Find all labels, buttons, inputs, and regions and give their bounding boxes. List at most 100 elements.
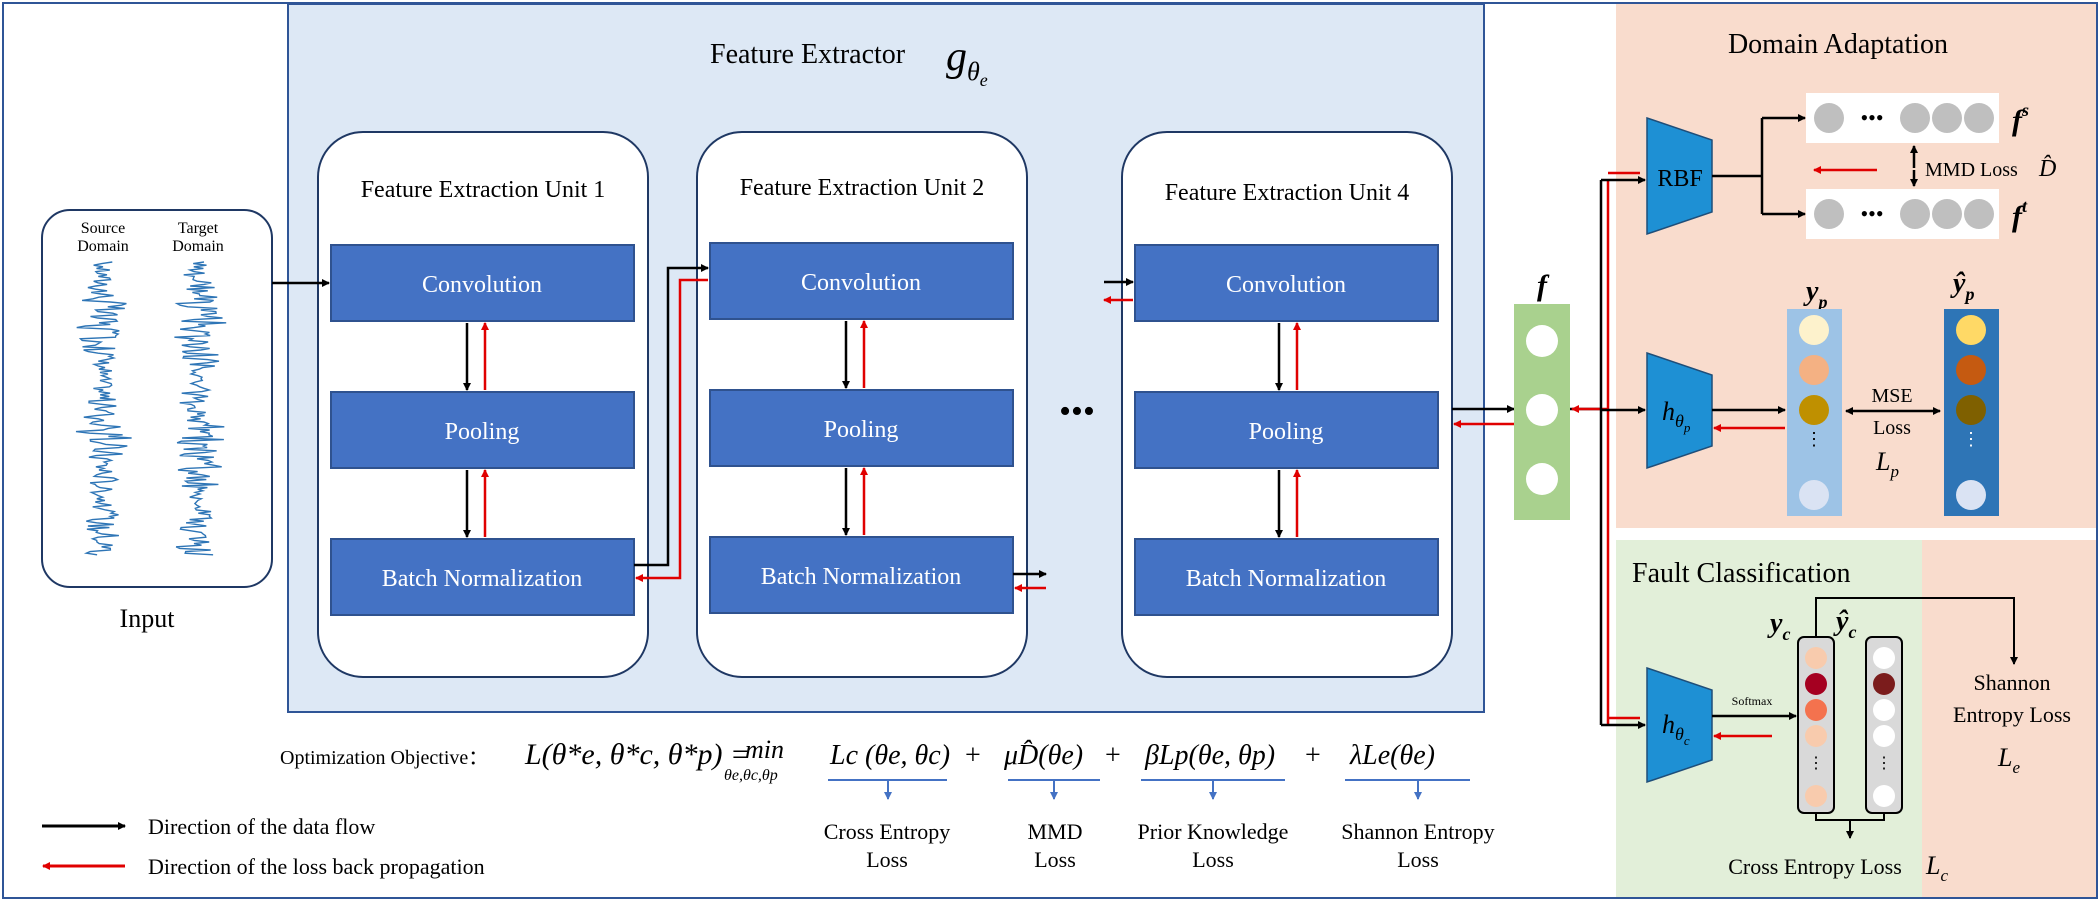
rbf-network: RBF	[1646, 116, 1713, 236]
yp-hat-node	[1956, 395, 1986, 425]
feature-extraction-unit-1: Feature Extraction Unit 1 Convolution Po…	[317, 131, 649, 678]
unit1-to-unit2-arrow	[634, 264, 709, 567]
objective-term-2-plus: +	[965, 740, 981, 771]
mse-loss: MSE Loss Lp	[1845, 385, 1941, 481]
hc-label: hθc	[1662, 710, 1690, 748]
source-feature-vector: ••• fs	[1806, 93, 2029, 143]
yc-node	[1805, 699, 1827, 721]
rbf-trapezoid	[1646, 116, 1713, 236]
yp-hat-node	[1956, 355, 1986, 385]
objective-term-3-plus: +	[1105, 740, 1121, 771]
legend-back-propagation-label: Direction of the loss back propagation	[148, 854, 485, 879]
yc-hat-vertical-ellipsis: ⋮	[1876, 755, 1892, 772]
input-block: Source Domain Target Domain Input	[41, 209, 273, 633]
yp-hat-vector: ŷp ⋮	[1944, 268, 1999, 516]
objective-term-2-expr: μD̂(θe)	[1003, 740, 1083, 771]
mse-label-2: Loss	[1873, 417, 1911, 439]
prior-network: hθp	[1646, 351, 1786, 470]
objective-term-4-caption-2: Loss	[1397, 847, 1439, 872]
fault-classification-title: Fault Classification	[1632, 558, 1851, 589]
yp-node	[1799, 315, 1829, 345]
classifier-network: hθc Softmax	[1646, 666, 1797, 784]
ft-node	[1932, 199, 1962, 229]
unit-2-title: Feature Extraction Unit 2	[740, 175, 985, 201]
unit-4-convolution-label: Convolution	[1226, 272, 1346, 298]
fs-node	[1932, 103, 1962, 133]
rbf-output-arrows	[1712, 114, 1806, 218]
yc-node	[1805, 725, 1827, 747]
unit-1-convolution-label: Convolution	[422, 272, 542, 298]
hp-label: hθp	[1662, 397, 1691, 435]
objective-term-3-caption-2: Loss	[1192, 847, 1234, 872]
yc-hat-node	[1873, 725, 1895, 747]
cross-entropy-loss-label: Cross Entropy Loss	[1728, 854, 1902, 879]
fs-ellipsis: •••	[1860, 105, 1883, 130]
objective-term-1-caption-2: Loss	[866, 847, 908, 872]
objective-term-1-expr: Lc (θe, θc)	[829, 740, 950, 771]
fs-node	[1900, 103, 1930, 133]
ft-node	[1814, 199, 1844, 229]
softmax-label: Softmax	[1732, 694, 1773, 708]
lc-label: Lc	[1925, 851, 1948, 885]
objective-min: min	[745, 735, 784, 764]
yc-hat-node	[1873, 785, 1895, 807]
objective-term-4-plus: +	[1305, 740, 1321, 771]
unit-internal-arrows	[463, 320, 1301, 538]
objective-term-4-caption-1: Shannon Entropy	[1341, 819, 1494, 844]
unit-2-batch-norm-block	[709, 536, 1014, 614]
source-domain-label-1: Source	[81, 220, 125, 237]
yp-vector: yp ⋮	[1787, 276, 1842, 516]
ft-node	[1900, 199, 1930, 229]
legend: Direction of the data flow Direction of …	[42, 814, 485, 879]
objective-lhs: L(θ*e, θ*c, θ*p) =	[524, 738, 750, 771]
yp-hat-node	[1956, 480, 1986, 510]
unit-1-title: Feature Extraction Unit 1	[361, 177, 606, 203]
hc-trapezoid	[1646, 666, 1713, 784]
feature-vector: f	[1514, 269, 1570, 520]
target-domain-label-1: Target	[178, 220, 219, 237]
unit-4-batch-norm-label: Batch Normalization	[1186, 566, 1387, 592]
input-box	[41, 209, 273, 588]
unit-1-pooling-block	[330, 391, 635, 469]
unit-1-batch-norm-block	[330, 538, 635, 616]
yc-hat-node	[1873, 673, 1895, 695]
legend-data-flow-label: Direction of the data flow	[148, 814, 375, 839]
yp-node	[1799, 480, 1829, 510]
unit-1-convolution-block	[330, 244, 635, 322]
yc-hat-node	[1873, 647, 1895, 669]
ft-label: ft	[2012, 196, 2028, 233]
unit-2-convolution-block	[709, 242, 1014, 320]
unit-4-batch-norm-block	[1134, 538, 1439, 616]
target-domain-label-2: Domain	[172, 238, 224, 255]
yc-hat-vector: ŷc ⋮	[1833, 606, 1903, 814]
yp-node	[1799, 355, 1829, 385]
unit-4-title: Feature Extraction Unit 4	[1165, 180, 1410, 206]
objective-term-3-expr: βLp(θe, θp)	[1144, 740, 1275, 771]
shannon-panel	[1922, 540, 2096, 897]
target-signal-waveform	[174, 261, 227, 556]
unit-4-pooling-block	[1134, 391, 1439, 469]
feature-branch-arrows	[1570, 171, 1646, 729]
yc-node	[1805, 785, 1827, 807]
yc-hat-node	[1873, 699, 1895, 721]
rbf-label: RBF	[1657, 166, 1702, 192]
objective-min-subscript: θe,θc,θp	[724, 767, 778, 784]
unit-2-batch-norm-label: Batch Normalization	[761, 564, 962, 590]
units-ellipsis: •••	[1059, 393, 1095, 430]
objective-term-4-expr: λLe(θe)	[1349, 740, 1435, 771]
mmd-symbol: D̂	[2038, 155, 2056, 182]
feature-node	[1526, 394, 1558, 426]
objective-label: Optimization Objective：	[280, 747, 488, 769]
ft-node	[1964, 199, 1994, 229]
yc-node	[1805, 673, 1827, 695]
yc-vector: yc ⋮	[1767, 608, 1835, 814]
unit-4-pooling-label: Pooling	[1249, 419, 1324, 445]
optimization-objective: Optimization Objective： L(θ*e, θ*c, θ*p)…	[280, 735, 1495, 872]
objective-term-1-caption-1: Cross Entropy	[824, 819, 951, 844]
fs-node	[1964, 103, 1994, 133]
feature-node	[1526, 463, 1558, 495]
feature-vector-label: f	[1537, 269, 1550, 302]
objective-term-3-caption-1: Prior Knowledge	[1138, 819, 1289, 844]
yc-node	[1805, 647, 1827, 669]
unit-4-convolution-block	[1134, 244, 1439, 322]
